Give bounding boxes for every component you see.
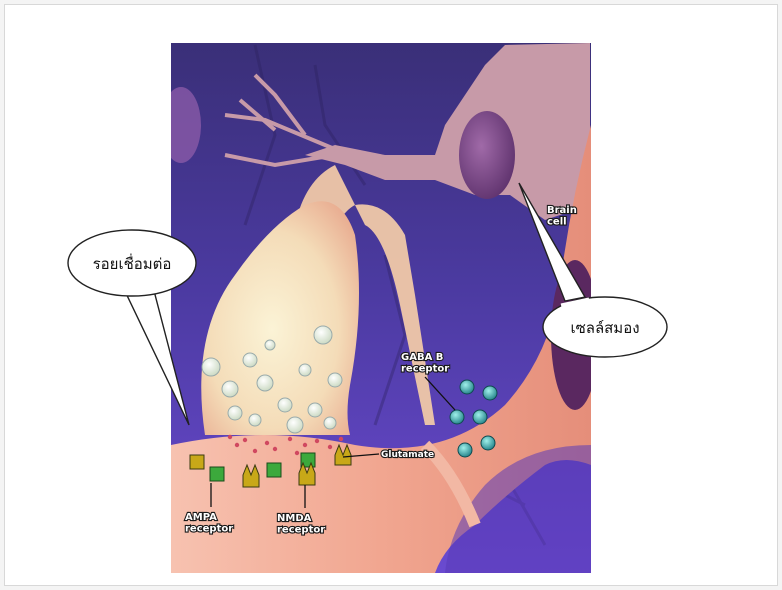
label-gaba-b-receptor: GABA Breceptor [401,352,449,375]
partial-cell-left [161,87,201,163]
callout-synapse-text: รอยเชื่อมต่อ [93,253,172,273]
neuron-synapse-illustration: Braincell GABA Breceptor Glutamate AMPAr… [5,5,777,585]
label-glutamate: Glutamate [381,450,434,460]
callout-brain-cell-text: เซลล์สมอง [570,319,639,337]
brain-cell-nucleus [459,111,515,199]
slide-canvas: Braincell GABA Breceptor Glutamate AMPAr… [4,4,778,586]
